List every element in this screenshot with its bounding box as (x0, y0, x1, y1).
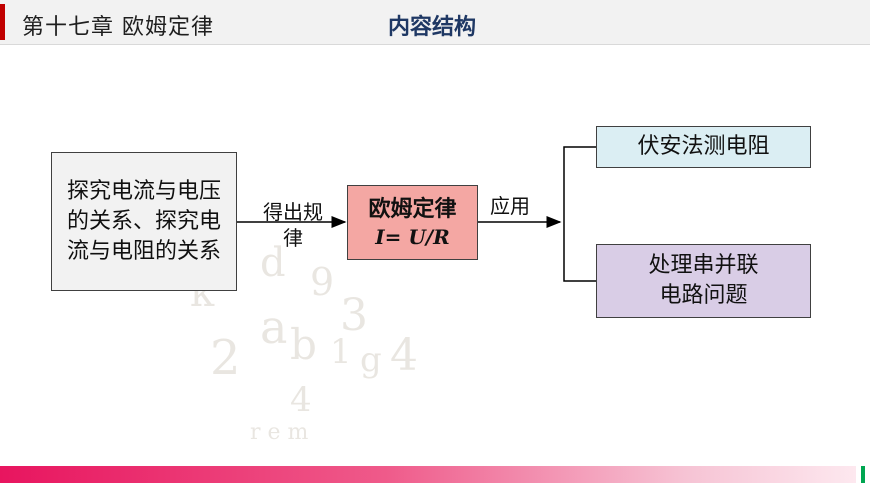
series-parallel-text: 处理串并联电路问题 (648, 253, 759, 308)
label-derive-text: 得出规律 (263, 200, 323, 250)
node-voltammetry: 伏安法测电阻 (596, 126, 811, 168)
chapter-title: 第十七章 欧姆定律 (22, 15, 214, 40)
section-title: 内容结构 (388, 15, 477, 40)
ohms-law-title: 欧姆定律 (368, 196, 457, 222)
node-experiments: 探究电流与电压的关系、探究电流与电阻的关系 (51, 152, 237, 291)
footer-accent-mark (861, 466, 865, 483)
node-ohms-law: 欧姆定律 I= U/R (347, 185, 478, 260)
label-apply: 应用 (490, 194, 530, 218)
label-derive-rule: 得出规律 (262, 199, 324, 251)
ohms-law-formula: I= U/R (375, 224, 450, 249)
header-bar: 第十七章 欧姆定律 内容结构 (0, 0, 870, 45)
node-series-parallel-problems: 处理串并联电路问题 (596, 244, 811, 318)
header-accent-stripe (0, 4, 5, 40)
footer-accent-bar (0, 466, 856, 483)
bracket-branches (563, 146, 596, 282)
